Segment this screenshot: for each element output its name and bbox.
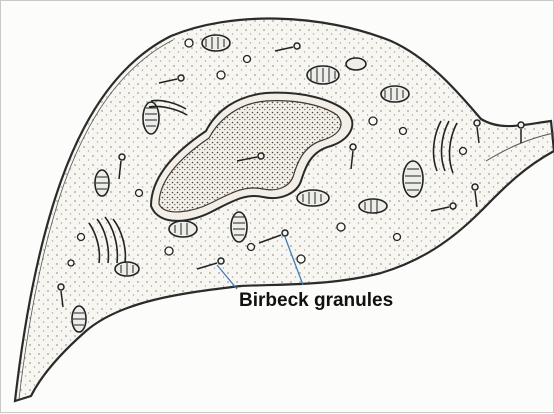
birbeck-granules-label: Birbeck granules [239,290,393,311]
cytoplasm [15,19,554,401]
